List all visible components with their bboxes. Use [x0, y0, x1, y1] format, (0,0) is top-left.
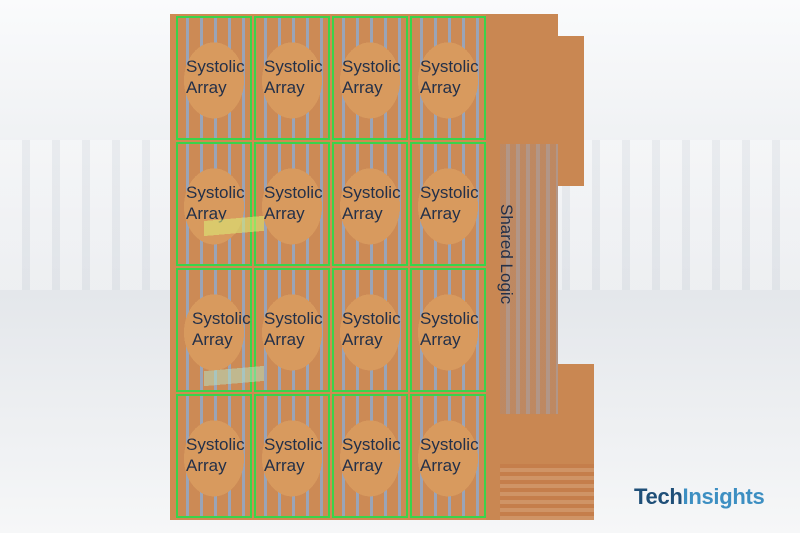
chip-die: Systolic Array Systolic Array Systolic A…	[170, 14, 594, 520]
block-label: Systolic Array	[420, 309, 479, 349]
block-label: Systolic Array	[420, 183, 479, 223]
shared-logic-label: Shared Logic	[497, 204, 516, 305]
block-label: Systolic Array	[186, 435, 245, 475]
block-label: Systolic Array	[342, 57, 401, 97]
systolic-array-block: Systolic Array	[410, 268, 486, 392]
systolic-array-block: Systolic Array	[332, 394, 408, 518]
systolic-array-block: Systolic Array	[254, 142, 330, 266]
block-label: Systolic Array	[186, 57, 245, 97]
systolic-array-block: Systolic Array	[176, 142, 252, 266]
systolic-array-block: Systolic Array	[254, 268, 330, 392]
systolic-array-block: Systolic Array	[254, 394, 330, 518]
systolic-array-block: Systolic Array	[254, 16, 330, 140]
block-label: Systolic Array	[420, 57, 479, 97]
block-label: Systolic Array	[264, 183, 323, 223]
die-io-region	[500, 464, 594, 520]
systolic-array-block: Systolic Array	[176, 268, 252, 392]
techinsights-logo: TechInsights	[634, 484, 765, 510]
systolic-array-block: Systolic Array	[332, 142, 408, 266]
block-label: Systolic Array	[264, 57, 323, 97]
systolic-array-block: Systolic Array	[176, 16, 252, 140]
block-label: Systolic Array	[342, 183, 401, 223]
logo-part-1: Tech	[634, 484, 683, 509]
block-label: Systolic Array	[264, 309, 323, 349]
block-label: Systolic Array	[342, 435, 401, 475]
block-label: Systolic Array	[420, 435, 479, 475]
block-label: Systolic Array	[264, 435, 323, 475]
logo-part-2: Insights	[682, 484, 765, 509]
systolic-array-block: Systolic Array	[410, 16, 486, 140]
systolic-array-block: Systolic Array	[176, 394, 252, 518]
shared-logic-region	[500, 144, 558, 414]
systolic-array-block: Systolic Array	[332, 268, 408, 392]
block-label: Systolic Array	[192, 309, 251, 349]
systolic-array-grid: Systolic Array Systolic Array Systolic A…	[176, 16, 486, 518]
block-label: Systolic Array	[186, 183, 245, 223]
systolic-array-block: Systolic Array	[410, 142, 486, 266]
systolic-array-block: Systolic Array	[332, 16, 408, 140]
block-label: Systolic Array	[342, 309, 401, 349]
die-extension-top	[558, 36, 584, 186]
systolic-array-block: Systolic Array	[410, 394, 486, 518]
